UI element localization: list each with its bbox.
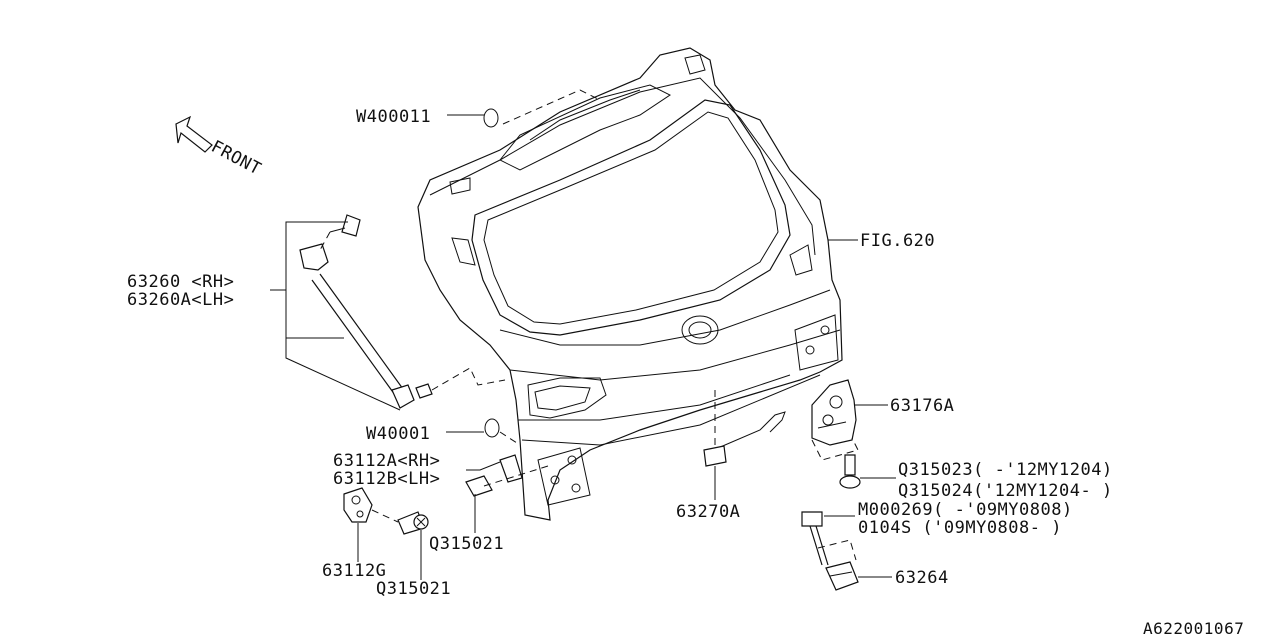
latch-63176a [811,379,857,446]
label-w40001: W40001 [366,424,430,444]
label-63112g: 63112G [322,561,386,581]
label-63264: 63264 [895,568,949,588]
label-63112b: 63112B<LH> [333,469,440,489]
label-63260a: 63260A<LH> [127,290,234,310]
label-w400011: W400011 [356,107,431,127]
label-63176a: 63176A [890,396,954,416]
label-q315023: Q315023( -'12MY1204) [898,460,1113,480]
label-q315024: Q315024('12MY1204- ) [898,481,1113,501]
label-63270a: 63270A [676,502,740,522]
leader-lines [270,114,896,580]
footer-code: A622001067 [1143,619,1244,638]
label-63112a: 63112A<RH> [333,451,440,471]
label-fig-620: FIG.620 [860,231,935,251]
hinge-63112a [465,454,523,497]
label-0104s: 0104S ('09MY0808- ) [858,518,1062,538]
hinge-63112g [343,487,373,523]
label-63260: 63260 <RH> [127,272,234,292]
label-q315021-right: Q315021 [429,534,504,554]
label-q315021-left: Q315021 [376,579,451,599]
washer-w40001 [484,418,500,438]
label-m000269: M000269( -'09MY0808) [858,500,1073,520]
tailgate-panel [417,47,843,521]
bolt-q315023 [839,454,861,489]
front-label: FRONT [208,137,265,180]
bolt-q315021-left [397,511,429,535]
washer-w400011 [483,108,499,128]
dashed-leaders [319,89,859,561]
striker-63264 [825,561,859,591]
gas-strut [299,214,433,409]
front-arrow-icon [175,115,213,153]
bolt-m000269 [801,511,829,566]
switch-63270a [703,445,727,467]
